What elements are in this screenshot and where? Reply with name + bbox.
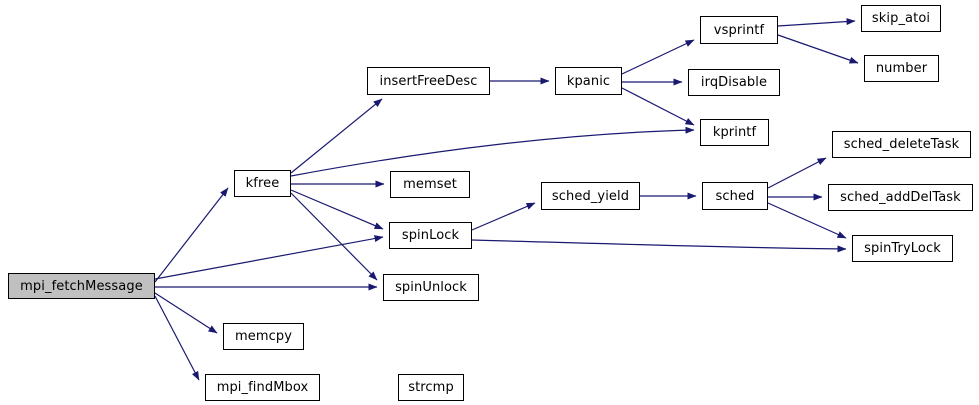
graph-node-skip_atoi[interactable]: skip_atoi (861, 5, 941, 32)
graph-node-label: spinTryLock (864, 241, 941, 256)
graph-node-irqDisable[interactable]: irqDisable (688, 69, 780, 96)
graph-node-number[interactable]: number (864, 55, 939, 82)
graph-node-label: kfree (245, 176, 280, 191)
graph-node-sched_addDelTask[interactable]: sched_addDelTask (828, 184, 973, 211)
graph-edge (621, 39, 695, 75)
graph-node-sched_deleteTask[interactable]: sched_deleteTask (832, 131, 971, 158)
graph-edge (777, 34, 859, 64)
graph-node-spinTryLock[interactable]: spinTryLock (852, 235, 953, 262)
graph-node-label: spinLock (401, 228, 460, 243)
graph-node-mpi_fetchMessage[interactable]: mpi_fetchMessage (8, 273, 155, 299)
graph-edge (621, 87, 695, 126)
graph-node-label: kprintf (712, 125, 757, 140)
graph-node-label: strcmp (408, 380, 454, 395)
graph-node-label: sched (715, 188, 755, 204)
graph-node-label: irqDisable (700, 75, 768, 90)
graph-edge (471, 239, 847, 253)
graph-node-label: spinUnlock (395, 280, 467, 295)
graph-node-label: memset (403, 177, 457, 192)
graph-node-memset[interactable]: memset (390, 171, 470, 198)
graph-node-sched_yield[interactable]: sched_yield (541, 182, 640, 210)
graph-node-vsprintf[interactable]: vsprintf (700, 16, 778, 44)
graph-node-kpanic[interactable]: kpanic (555, 67, 622, 95)
graph-edge (154, 292, 218, 334)
graph-node-label: vsprintf (713, 22, 765, 38)
graph-edge (154, 295, 200, 381)
graph-node-label: memcpy (234, 329, 293, 344)
graph-node-sched[interactable]: sched (702, 182, 768, 210)
graph-node-label: skip_atoi (871, 11, 931, 26)
graph-node-spinLock[interactable]: spinLock (389, 222, 472, 249)
graph-node-strcmp[interactable]: strcmp (398, 374, 464, 401)
graph-node-label: insertFreeDesc (379, 73, 478, 89)
graph-edge (767, 157, 827, 189)
graph-edge (290, 98, 383, 174)
graph-edge (777, 18, 856, 27)
graph-node-label: mpi_findMbox (216, 380, 309, 395)
graph-node-kfree[interactable]: kfree (234, 170, 291, 197)
graph-node-label: number (875, 61, 928, 76)
graph-node-label: sched_deleteTask (843, 137, 960, 152)
graph-node-label: mpi_fetchMessage (20, 278, 143, 294)
graph-node-label: sched_yield (551, 188, 630, 204)
graph-edge (154, 235, 384, 280)
graph-edge (290, 192, 378, 281)
graph-node-spinUnlock[interactable]: spinUnlock (383, 274, 479, 301)
graph-node-label: kpanic (566, 73, 611, 89)
graph-node-label: sched_addDelTask (840, 190, 961, 205)
graph-node-insertFreeDesc[interactable]: insertFreeDesc (367, 67, 490, 95)
graph-edge (154, 187, 229, 283)
graph-node-mpi_findMbox[interactable]: mpi_findMbox (205, 374, 320, 401)
graph-edge (290, 126, 695, 177)
graph-node-memcpy[interactable]: memcpy (223, 323, 304, 350)
graph-edge (471, 202, 536, 231)
graph-node-kprintf[interactable]: kprintf (700, 119, 769, 146)
graph-edge (290, 189, 384, 230)
